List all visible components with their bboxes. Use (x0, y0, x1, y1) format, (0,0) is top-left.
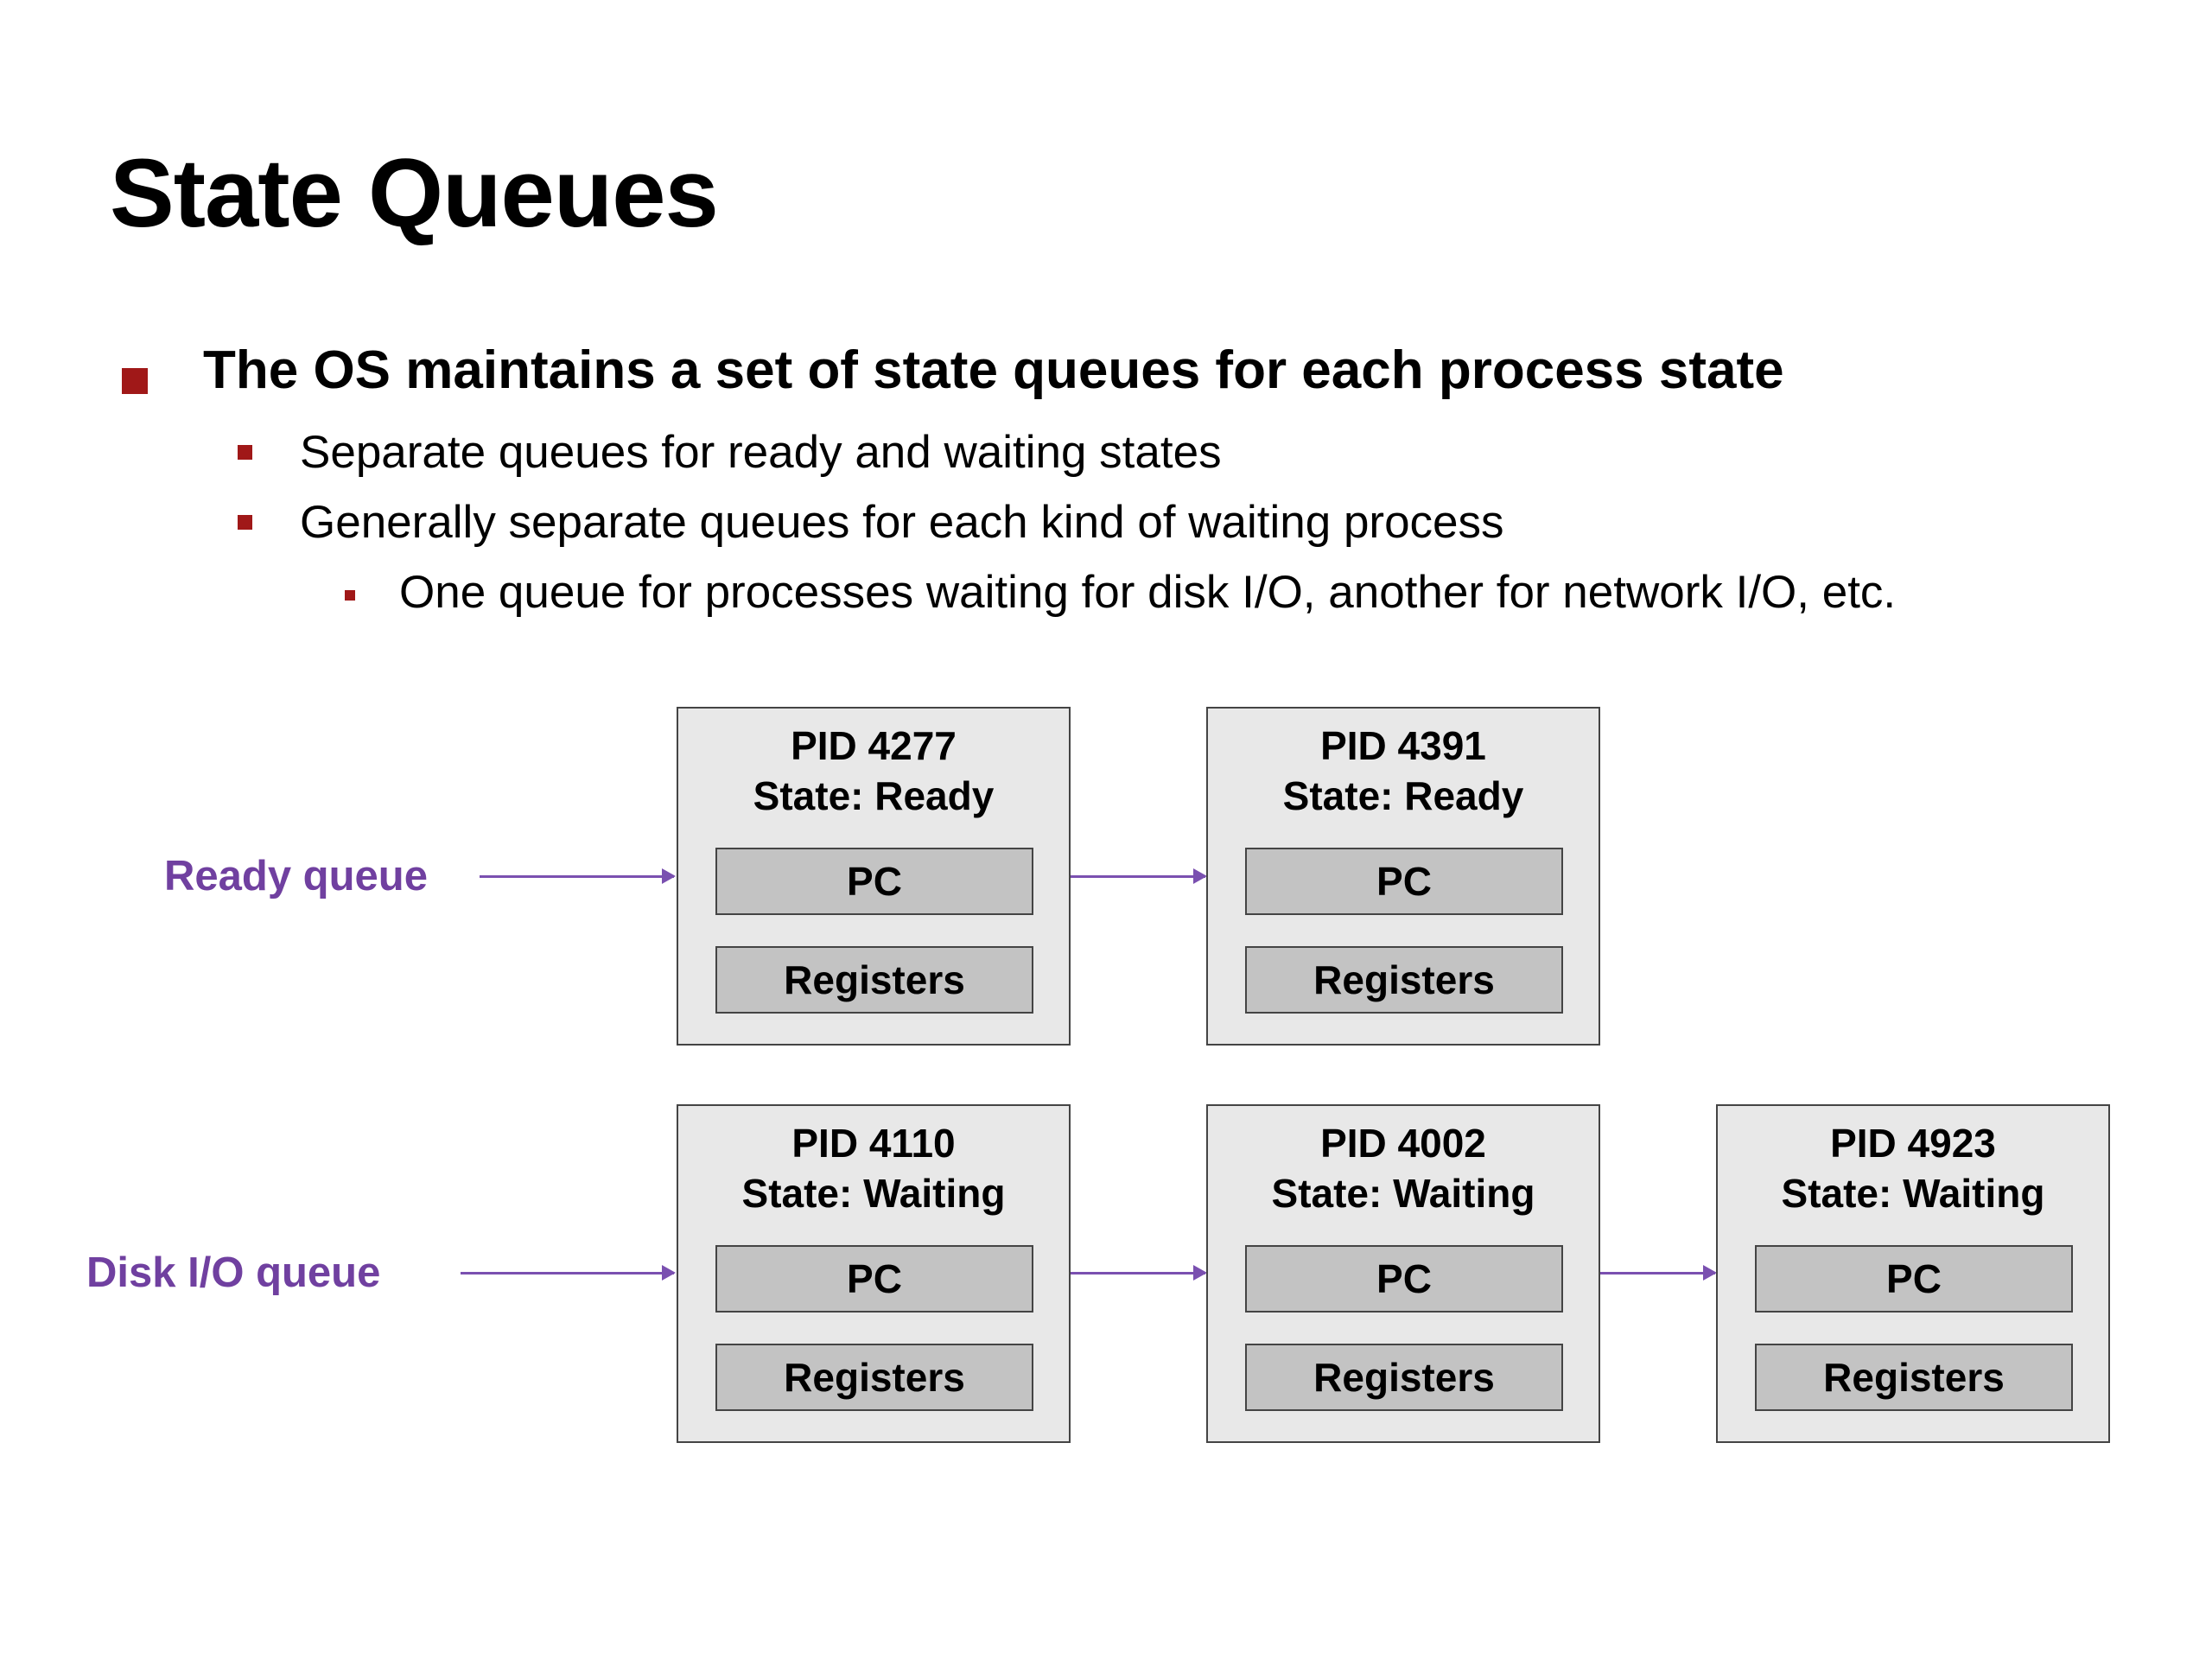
pcb-pid: PID 4923 (1830, 1121, 1996, 1166)
bullet-subsub-1: One queue for processes waiting for disk… (345, 567, 1897, 618)
disk-io-queue-head-arrow (461, 1265, 676, 1281)
queue-link-arrow (1071, 1265, 1207, 1281)
pcb-pid: PID 4110 (791, 1121, 956, 1166)
queue-link-arrow (1071, 868, 1207, 884)
pcb-pc-field: PC (1755, 1245, 2073, 1313)
pcb-pc-field: PC (715, 848, 1033, 915)
pcb-box: PID 4391 State: Ready PC Registers (1206, 707, 1600, 1046)
pcb-state: State: Waiting (741, 1171, 1006, 1216)
ready-queue-head-arrow (480, 868, 676, 884)
pcb-pc-field: PC (715, 1245, 1033, 1313)
square-bullet-icon (238, 445, 252, 460)
pcb-state: State: Waiting (1781, 1171, 2045, 1216)
pcb-registers-field: Registers (1755, 1344, 2073, 1411)
square-bullet-icon (238, 515, 252, 530)
bullet-main: The OS maintains a set of state queues f… (122, 344, 1784, 397)
slide-title: State Queues (110, 139, 719, 247)
pcb-registers-field: Registers (1245, 1344, 1563, 1411)
pcb-state: State: Ready (1282, 773, 1524, 818)
pcb-box: PID 4002 State: Waiting PC Registers (1206, 1104, 1600, 1443)
pcb-pc-field: PC (1245, 1245, 1563, 1313)
bullet-sub-2: Generally separate queues for each kind … (238, 497, 1504, 548)
pcb-box: PID 4110 State: Waiting PC Registers (677, 1104, 1071, 1443)
pcb-state: State: Waiting (1271, 1171, 1535, 1216)
bullet-main-text: The OS maintains a set of state queues f… (203, 340, 1784, 400)
square-bullet-icon (122, 368, 148, 394)
pcb-pid: PID 4391 (1320, 723, 1486, 768)
pcb-registers-field: Registers (1245, 946, 1563, 1014)
pcb-registers-field: Registers (715, 1344, 1033, 1411)
disk-io-queue-label: Disk I/O queue (86, 1249, 381, 1296)
queue-link-arrow (1600, 1265, 1717, 1281)
pcb-pid: PID 4002 (1320, 1121, 1486, 1166)
pcb-box: PID 4923 State: Waiting PC Registers (1716, 1104, 2110, 1443)
bullet-sub-1-text: Separate queues for ready and waiting st… (300, 427, 1222, 478)
bullet-subsub-1-text: One queue for processes waiting for disk… (399, 567, 1897, 618)
pcb-state: State: Ready (753, 773, 995, 818)
small-square-bullet-icon (345, 590, 355, 601)
pcb-pid: PID 4277 (791, 723, 957, 768)
bullet-sub-2-text: Generally separate queues for each kind … (300, 497, 1504, 548)
pcb-pc-field: PC (1245, 848, 1563, 915)
pcb-box: PID 4277 State: Ready PC Registers (677, 707, 1071, 1046)
pcb-registers-field: Registers (715, 946, 1033, 1014)
bullet-sub-1: Separate queues for ready and waiting st… (238, 427, 1222, 478)
ready-queue-label: Ready queue (164, 853, 428, 899)
